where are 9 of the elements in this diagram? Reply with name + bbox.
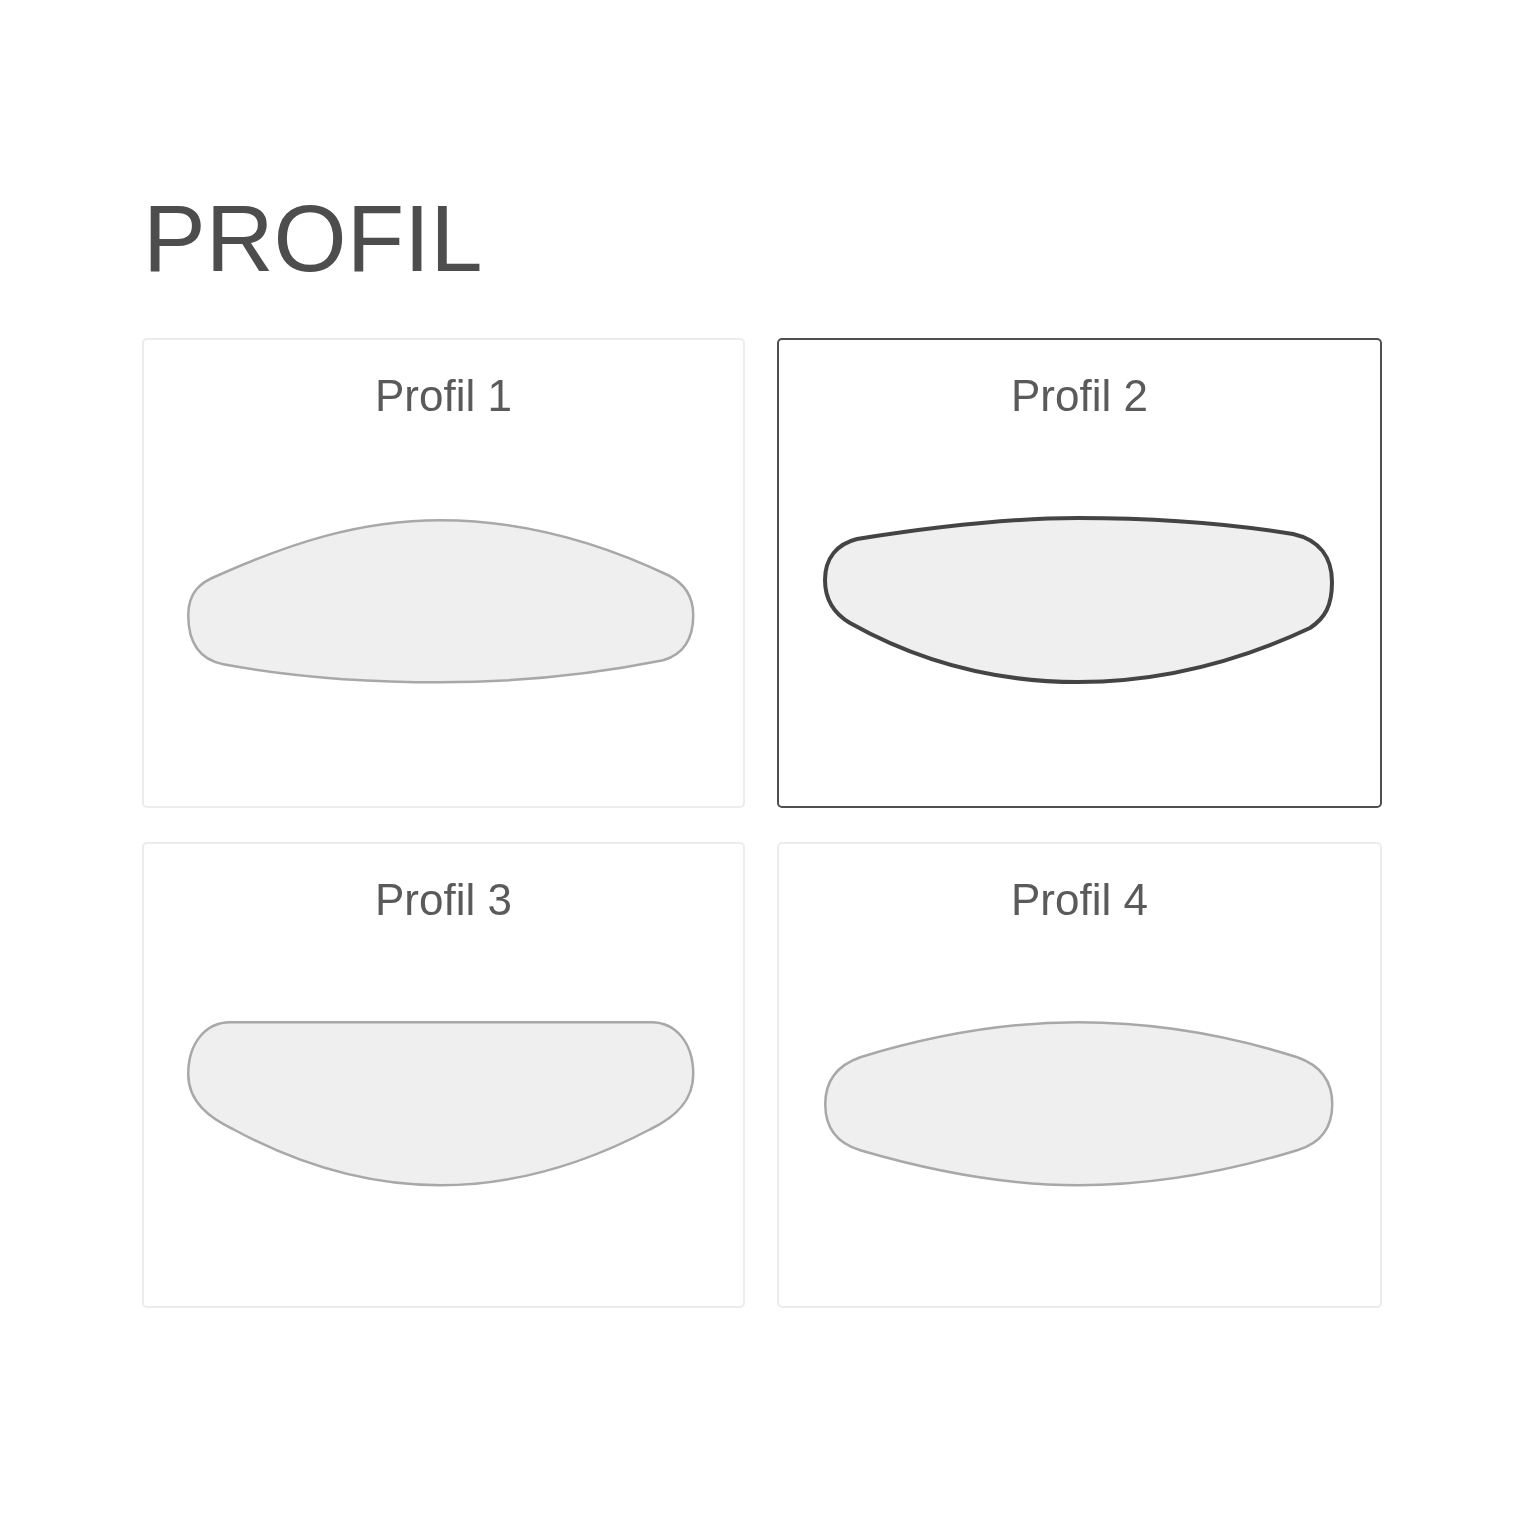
profile-card (777, 842, 1382, 1308)
card-label: Profil 1 (375, 374, 512, 418)
card-label: Profil 2 (1011, 374, 1148, 418)
profile-card (142, 842, 745, 1308)
card-label: Profil 3 (375, 878, 512, 922)
card-label: Profil 4 (1011, 878, 1148, 922)
profile-card (142, 338, 745, 808)
page-title: PROFIL (143, 192, 483, 286)
selected-profile-card (777, 338, 1382, 808)
